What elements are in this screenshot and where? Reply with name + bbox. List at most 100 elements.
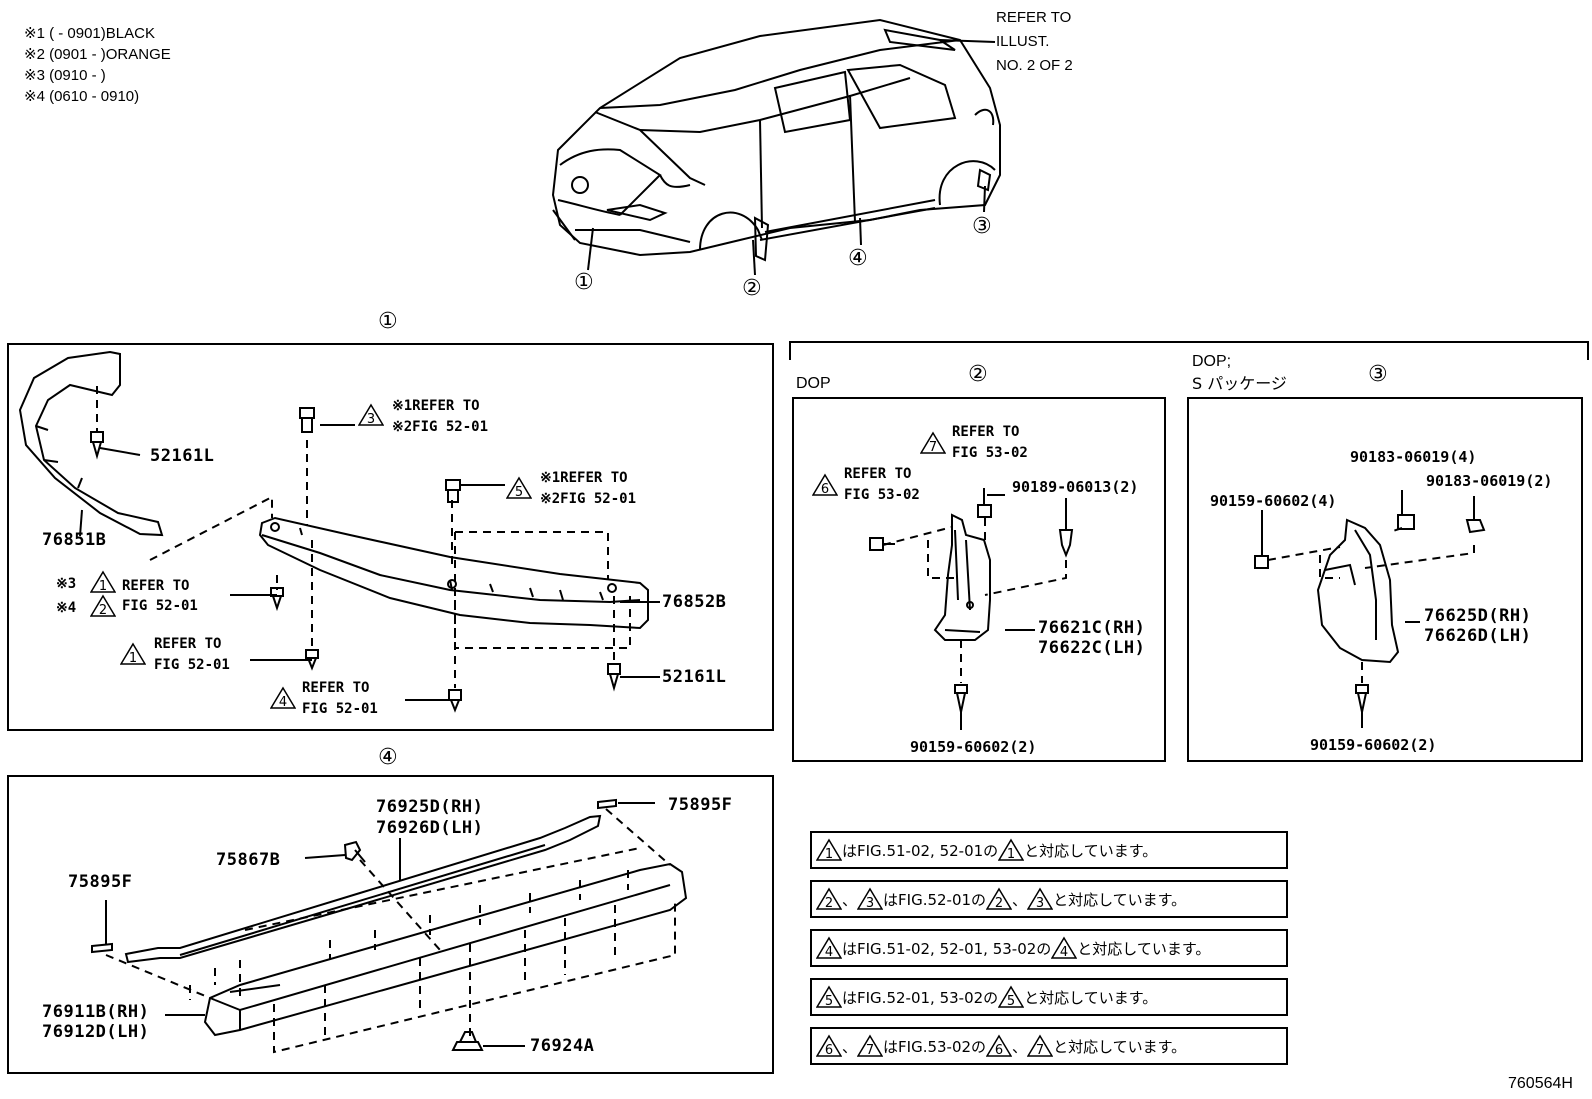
ref-12-line2: FIG 52-01 <box>122 598 198 614</box>
legend-5-triangle-d: 7 <box>1027 1034 1054 1058</box>
svg-text:3: 3 <box>1036 896 1044 911</box>
section-3-package: S パッケージ <box>1192 374 1287 393</box>
svg-text:5: 5 <box>515 485 523 500</box>
svg-text:5: 5 <box>1007 994 1015 1009</box>
ref-5-line1: ※1REFER TO <box>540 470 628 486</box>
ref-triangle-1b: 1 <box>120 642 146 666</box>
svg-text:5: 5 <box>825 994 833 1009</box>
legend-row-2: 2 、 3 はFIG.52-01の 2 、 3 と対応しています。 <box>810 880 1288 918</box>
car-illustration <box>551 18 1001 262</box>
clip-nut-3 <box>299 407 315 433</box>
label-76851B: 76851B <box>42 530 107 550</box>
svg-text:7: 7 <box>1036 1043 1044 1058</box>
legend-row-5: 6 、 7 はFIG.53-02の 6 、 7 と対応しています。 <box>810 1027 1288 1065</box>
section-4-callout: ④ <box>378 745 398 770</box>
svg-text:1: 1 <box>1007 847 1015 862</box>
screw-1 <box>305 649 319 671</box>
legend-5-triangle-c: 6 <box>986 1034 1013 1058</box>
legend-2-triangle-d: 3 <box>1027 887 1054 911</box>
part-76911B <box>203 862 688 1037</box>
svg-text:2: 2 <box>825 896 833 911</box>
ref-4-line1: REFER TO <box>302 680 370 696</box>
refer-illust-3: NO. 2 OF 2 <box>996 57 1073 74</box>
part-76625D <box>1316 518 1400 664</box>
ref-triangle-4: 4 <box>270 686 296 710</box>
legend-4-triangle-a: 5 <box>816 985 842 1009</box>
ref-triangle-2: 2 <box>90 594 116 618</box>
legend-2-sep-a: 、 <box>842 890 858 909</box>
legend-5-triangle-b: 7 <box>857 1034 884 1058</box>
legend-3-text-b: と対応しています。 <box>1077 939 1211 958</box>
legend-2-triangle-a: 2 <box>816 887 842 911</box>
note-1: ※1 ( - 0901)BLACK <box>24 25 155 42</box>
refer-illust-2: ILLUST. <box>996 33 1050 50</box>
ref-1-line2: FIG 52-01 <box>154 657 230 673</box>
part-76852B <box>258 516 649 630</box>
legend-1-triangle-b: 1 <box>998 838 1025 862</box>
legend-5-sep-a: 、 <box>842 1037 858 1056</box>
ref-3-line1: ※1REFER TO <box>392 398 480 414</box>
svg-text:2: 2 <box>995 896 1003 911</box>
section-1-callout: ① <box>378 309 398 334</box>
svg-text:1: 1 <box>129 651 137 666</box>
callout-2-car: ② <box>742 276 762 301</box>
label-76626D: 76626D(LH) <box>1424 626 1532 646</box>
nut-76924A <box>451 1031 525 1051</box>
label-90183-06019-4: 90183-06019(4) <box>1350 448 1477 466</box>
section-2-dop: DOP <box>796 375 831 392</box>
svg-text:7: 7 <box>929 440 937 455</box>
legend-5-triangle-a: 6 <box>816 1034 842 1058</box>
ref-4-line2: FIG 52-01 <box>302 701 378 717</box>
legend-1-text-a: はFIG.51-02, 52-01の <box>842 841 999 860</box>
svg-text:6: 6 <box>995 1043 1003 1058</box>
ref-1-line1: REFER TO <box>154 636 222 652</box>
svg-text:4: 4 <box>825 945 833 960</box>
legend-4-text-b: と対応しています。 <box>1024 988 1158 1007</box>
legend-row-3: 4 はFIG.51-02, 52-01, 53-02の 4 と対応しています。 <box>810 929 1288 967</box>
section-2-callout: ② <box>968 362 988 387</box>
ref-triangle-7: 7 <box>920 431 946 455</box>
label-90159-60602-s3: 90159-60602(2) <box>1310 736 1437 754</box>
ref-6-line1: REFER TO <box>844 466 912 482</box>
label-90159-60602-4: 90159-60602(4) <box>1210 492 1337 510</box>
legend-2-triangle-b: 3 <box>857 887 884 911</box>
clip-90189 <box>1058 498 1074 558</box>
label-75895F-b: 75895F <box>668 795 733 815</box>
ref-triangle-3: 3 <box>358 403 384 427</box>
legend-2-triangle-c: 2 <box>986 887 1013 911</box>
nut-90183-a <box>1397 490 1415 530</box>
legend-row-4: 5 はFIG.52-01, 53-02の 5 と対応しています。 <box>810 978 1288 1016</box>
label-76852B: 76852B <box>662 592 727 612</box>
svg-text:2: 2 <box>99 603 107 618</box>
legend-2-text-b: と対応しています。 <box>1053 890 1187 909</box>
section-1-frame <box>7 343 774 731</box>
clip-75895F-b <box>597 798 655 810</box>
clip-75895F-a <box>91 900 113 954</box>
label-90159-60602-s2: 90159-60602(2) <box>910 738 1037 756</box>
label-76924A: 76924A <box>530 1036 595 1056</box>
clip-nut-5 <box>445 479 461 503</box>
legend-5-text-b: と対応しています。 <box>1053 1037 1187 1056</box>
callout-3-car: ③ <box>972 214 992 239</box>
ref-12-line1: REFER TO <box>122 578 190 594</box>
legend-1-text-b: と対応しています。 <box>1024 841 1158 860</box>
ref-12-star3: ※3 <box>56 576 77 592</box>
ref-triangle-1a: 1 <box>90 570 116 594</box>
ref-7-line1: REFER TO <box>952 424 1020 440</box>
label-76625D: 76625D(RH) <box>1424 606 1532 626</box>
label-76911B: 76911B(RH) <box>42 1002 150 1022</box>
part-76621C <box>933 513 991 641</box>
section-3-dop: DOP; <box>1192 353 1232 370</box>
refer-illust-1: REFER TO <box>996 9 1072 26</box>
label-52161L-a: 52161L <box>150 446 215 466</box>
svg-text:3: 3 <box>367 412 375 427</box>
section-4-frame <box>7 775 774 1074</box>
legend-3-triangle-b: 4 <box>1051 936 1078 960</box>
clip-52161L-a <box>90 431 104 460</box>
section-3-frame <box>1187 397 1583 762</box>
label-76926D: 76926D(LH) <box>376 818 484 838</box>
svg-text:1: 1 <box>99 579 107 594</box>
screw-90159-s2 <box>954 684 968 730</box>
bolt-90159-s3a <box>1254 510 1269 569</box>
